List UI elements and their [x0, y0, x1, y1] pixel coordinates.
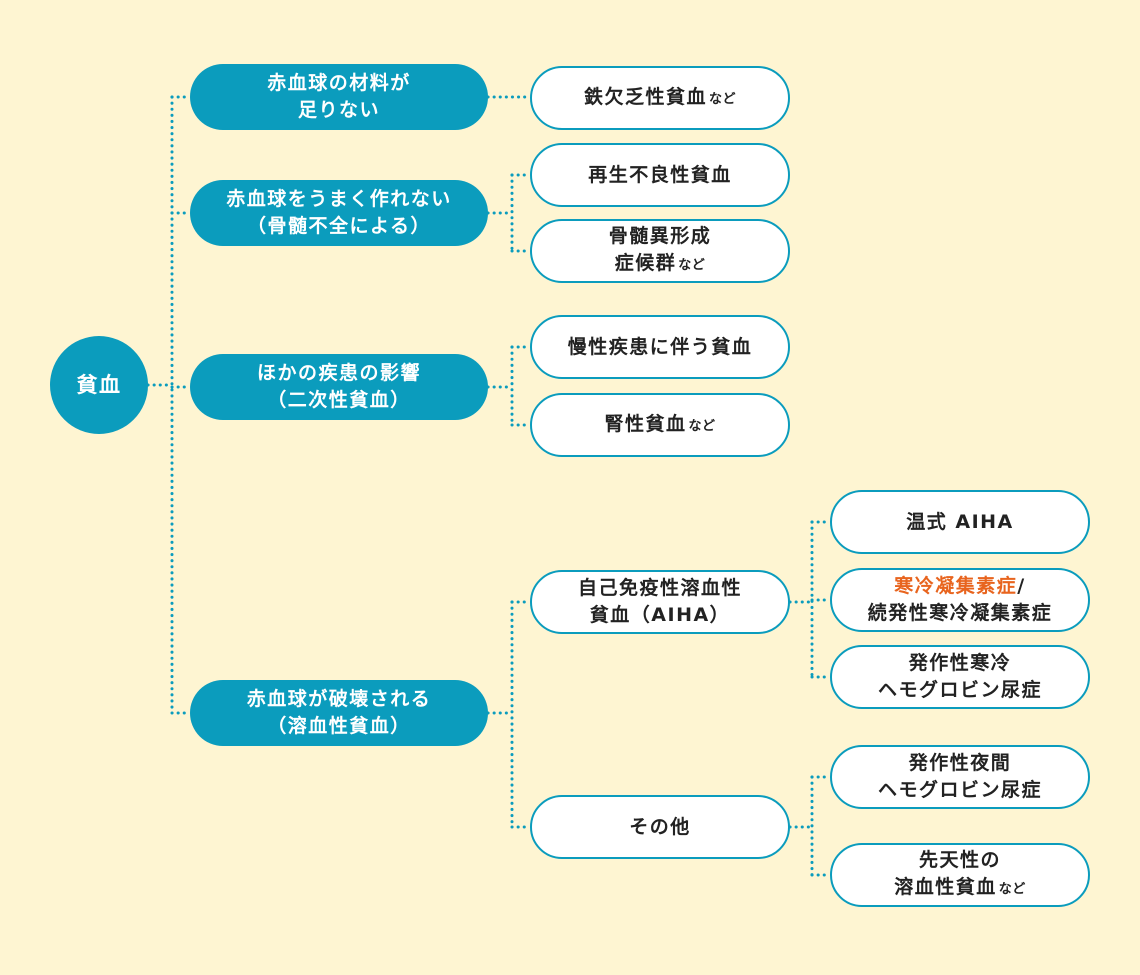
category-label-line2: （二次性貧血）	[267, 389, 411, 411]
leaf-label-line2: 溶血性貧血	[894, 876, 997, 898]
subtype-aplastic-anemia: 再生不良性貧血	[530, 143, 790, 207]
category-label-line1: 赤血球の材料が	[267, 72, 411, 94]
subtype-label: 再生不良性貧血	[588, 163, 732, 186]
leaf-label-line1: 発作性寒冷	[908, 652, 1012, 674]
category-label-line1: 赤血球をうまく作れない	[226, 188, 452, 210]
leaf-paroxysmal-nocturnal-hemoglobinuria: 発作性夜間 ヘモグロビン尿症	[830, 745, 1090, 809]
category-label-line2: 足りない	[297, 99, 380, 121]
category-secondary-anemia: ほかの疾患の影響 （二次性貧血）	[190, 354, 488, 420]
etc-suffix: など	[678, 258, 706, 273]
leaf-label-line1: 先天性の	[918, 849, 1001, 871]
subtype-renal-anemia: 腎性貧血など	[530, 393, 790, 457]
etc-suffix: など	[688, 418, 716, 434]
leaf-label-line2: ヘモグロビン尿症	[877, 779, 1042, 801]
etc-suffix: など	[709, 91, 737, 107]
subtype-label-line1: 骨髄異形成	[608, 225, 712, 247]
category-material-shortage: 赤血球の材料が 足りない	[190, 64, 488, 130]
subtype-label: その他	[629, 815, 691, 838]
leaf-congenital-hemolytic-anemia: 先天性の 溶血性貧血など	[830, 843, 1090, 907]
subtype-label: 鉄欠乏性貧血	[583, 85, 707, 108]
leaf-label-line2: 続発性寒冷凝集素症	[867, 602, 1053, 624]
leaf-label-line1: 発作性夜間	[908, 752, 1012, 774]
root-node-anemia: 貧血	[50, 336, 148, 434]
subtype-myelodysplastic-syndrome: 骨髄異形成 症候群など	[530, 219, 790, 283]
subtype-label-line2: 症候群	[614, 252, 677, 274]
category-bone-marrow-failure: 赤血球をうまく作れない （骨髄不全による）	[190, 180, 488, 246]
root-label: 貧血	[76, 372, 122, 397]
subtype-autoimmune-hemolytic-anemia: 自己免疫性溶血性 貧血（AIHA）	[530, 570, 790, 634]
separator-slash: /	[1017, 575, 1026, 597]
leaf-cold-agglutinin-disease: 寒冷凝集素症/ 続発性寒冷凝集素症	[830, 568, 1090, 632]
subtype-iron-deficiency: 鉄欠乏性貧血など	[530, 66, 790, 130]
subtype-label-line2: 貧血（AIHA）	[589, 604, 731, 626]
leaf-label: 温式 AIHA	[906, 510, 1014, 533]
subtype-label-line1: 自己免疫性溶血性	[577, 577, 742, 599]
leaf-warm-aiha: 温式 AIHA	[830, 490, 1090, 554]
category-label-line2: （骨髄不全による）	[247, 215, 431, 237]
category-label-line2: （溶血性貧血）	[267, 715, 411, 737]
etc-suffix: など	[998, 882, 1026, 897]
leaf-label-line2: ヘモグロビン尿症	[877, 679, 1042, 701]
category-hemolytic-anemia: 赤血球が破壊される （溶血性貧血）	[190, 680, 488, 746]
subtype-other: その他	[530, 795, 790, 859]
highlighted-label: 寒冷凝集素症	[894, 575, 1018, 597]
subtype-label: 腎性貧血	[604, 412, 687, 435]
category-label-line1: ほかの疾患の影響	[256, 362, 421, 384]
subtype-label: 慢性疾患に伴う貧血	[567, 335, 753, 358]
leaf-paroxysmal-cold-hemoglobinuria: 発作性寒冷 ヘモグロビン尿症	[830, 645, 1090, 709]
category-label-line1: 赤血球が破壊される	[246, 688, 432, 710]
subtype-anemia-of-chronic-disease: 慢性疾患に伴う貧血	[530, 315, 790, 379]
